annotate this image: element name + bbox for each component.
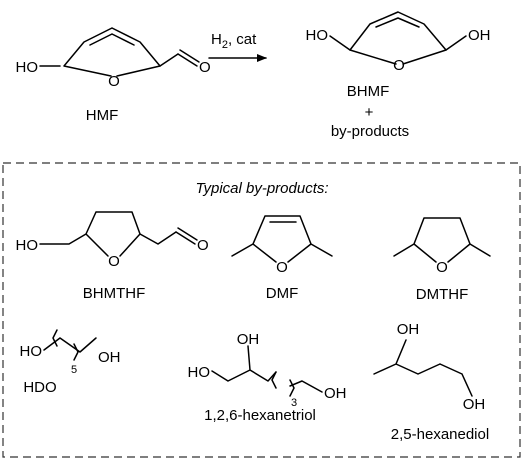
hexanediol-hydroxyl-5: OH (463, 396, 486, 413)
byproducts-heading: Typical by-products: (195, 180, 328, 197)
hdo-hydroxyl-left: HO (20, 343, 43, 360)
dmf-label: DMF (266, 285, 299, 302)
hmf-structure: O HO O (16, 27, 211, 90)
hexanetriol-subscript: 3 (291, 397, 297, 409)
bhmthf-ring-oxygen: O (108, 253, 120, 270)
hexanediol-label: 2,5-hexanediol (391, 426, 489, 443)
bhmf-label: BHMF (347, 83, 390, 100)
by-products-label: by-products (331, 123, 409, 140)
hexanediol-structure: OH OH (373, 321, 486, 413)
bhmf-hydroxyl-right: OH (468, 27, 491, 44)
hmf-hydroxyl: HO (16, 59, 39, 76)
hexanetriol-hydroxyl-1: HO (188, 364, 211, 381)
hexanetriol-structure: HO OH OH 3 (188, 331, 347, 409)
hdo-structure: HO OH 5 (20, 329, 121, 376)
plus-sign: + (365, 104, 374, 121)
hdo-hydroxyl-right: OH (98, 349, 121, 366)
hexanediol-hydroxyl-2: OH (397, 321, 420, 338)
reaction-conditions: H2, cat (211, 31, 257, 51)
hexanetriol-hydroxyl-2: OH (237, 331, 260, 348)
bhmf-structure: O HO OH (306, 11, 491, 74)
bhmthf-aldehyde-oxygen: O (197, 237, 209, 254)
bhmf-hydroxyl-left: HO (306, 27, 329, 44)
bhmf-ring-oxygen: O (393, 57, 405, 74)
dmthf-structure: O (393, 217, 491, 276)
dmthf-ring-oxygen: O (436, 259, 448, 276)
bhmthf-label: BHMTHF (83, 285, 146, 302)
bhmthf-structure: O HO O (16, 211, 209, 270)
bhmthf-hydroxyl: HO (16, 237, 39, 254)
dmf-ring-oxygen: O (276, 259, 288, 276)
hmf-label: HMF (86, 107, 119, 124)
hdo-label: HDO (23, 379, 56, 396)
hexanetriol-label: 1,2,6-hexanetriol (204, 407, 316, 424)
dmf-structure: O (231, 215, 333, 276)
hdo-subscript: 5 (71, 364, 77, 376)
hmf-aldehyde-oxygen: O (199, 59, 211, 76)
byproducts-box (2, 162, 521, 458)
hmf-ring-oxygen: O (108, 73, 120, 90)
dmthf-label: DMTHF (416, 286, 469, 303)
hexanetriol-hydroxyl-6: OH (324, 385, 347, 402)
